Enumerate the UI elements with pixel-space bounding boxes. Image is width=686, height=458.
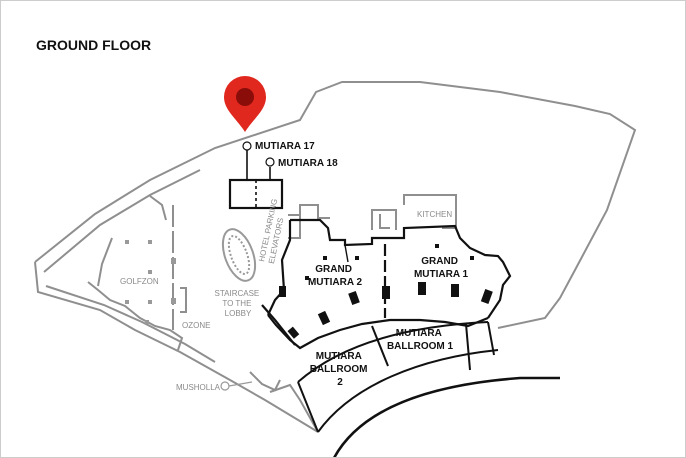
label-kitchen: KITCHEN bbox=[417, 210, 452, 219]
mutiara17-pin-circle bbox=[242, 141, 252, 151]
location-marker-icon[interactable] bbox=[224, 76, 266, 132]
floor-title: GROUND FLOOR bbox=[36, 37, 151, 53]
musholla-pin-circle bbox=[220, 381, 230, 391]
interior-marks bbox=[125, 240, 176, 324]
label-musholla: MUSHOLLA bbox=[176, 383, 221, 392]
label-staircase: STAIRCASE TO THE LOBBY bbox=[215, 289, 262, 318]
grand-mutiara-halls bbox=[261, 218, 512, 350]
label-mutiara-ballroom-1: MUTIARA BALLROOM 1 bbox=[387, 328, 454, 352]
kitchen-block bbox=[288, 194, 457, 239]
building-outline bbox=[34, 81, 637, 433]
label-grand-mutiara-2: GRAND MUTIARA 2 bbox=[308, 264, 363, 288]
label-grand-mutiara-1: GRAND MUTIARA 1 bbox=[414, 256, 469, 280]
label-golfzon: GOLFZON bbox=[120, 277, 159, 286]
hall-columns bbox=[279, 244, 493, 339]
staircase-icon bbox=[221, 228, 257, 282]
mutiara-17-18-block bbox=[228, 150, 284, 210]
label-mutiara17: MUTIARA 17 bbox=[255, 141, 315, 152]
label-mutiara-ballroom-2: MUTIARA BALLROOM 2 bbox=[310, 351, 371, 388]
label-ozone: OZONE bbox=[182, 321, 210, 330]
ballrooms bbox=[297, 321, 560, 458]
mutiara18-pin-circle bbox=[265, 157, 275, 167]
musholla-leader bbox=[228, 381, 253, 387]
label-mutiara18: MUTIARA 18 bbox=[278, 158, 338, 169]
